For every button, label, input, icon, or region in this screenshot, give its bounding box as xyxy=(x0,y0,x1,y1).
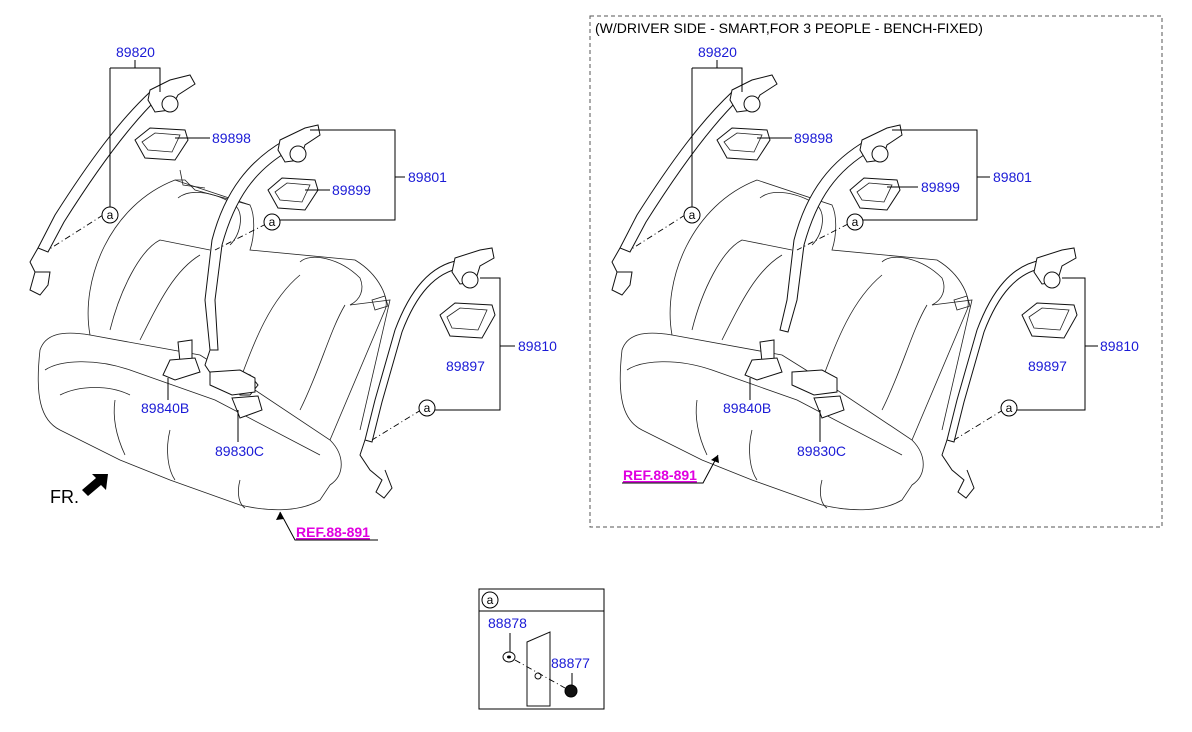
left-dash-a1 xyxy=(47,214,104,251)
right-ref-link[interactable]: REF.88-891 xyxy=(623,467,697,483)
right-drawing xyxy=(611,74,1078,511)
right-label-89840b[interactable]: 89840B xyxy=(723,400,771,416)
left-label-89830c[interactable]: 89830C xyxy=(215,443,264,459)
right-label-89898[interactable]: 89898 xyxy=(794,130,833,146)
right-label-89820[interactable]: 89820 xyxy=(698,44,737,60)
left-label-89899[interactable]: 89899 xyxy=(332,182,371,198)
detail-a-box: a 88878 88877 xyxy=(478,588,605,710)
callout-a-text: a xyxy=(269,215,276,229)
left-bracket-89810 xyxy=(433,277,515,411)
right-ref-arrowhead xyxy=(711,455,719,463)
right-callout-a-3[interactable]: a xyxy=(1000,399,1018,417)
left-seat-drawing xyxy=(37,169,391,511)
right-label-89899[interactable]: 89899 xyxy=(921,179,960,195)
left-label-89840b[interactable]: 89840B xyxy=(141,400,189,416)
detail-grommet-hole xyxy=(507,655,511,659)
right-dash-a2 xyxy=(796,223,849,251)
right-bracket-89810 xyxy=(1015,277,1098,411)
left-callout-a-1[interactable]: a xyxy=(101,206,119,224)
detail-header-circle xyxy=(481,591,499,609)
left-dash-a3 xyxy=(371,409,422,441)
left-ref-link[interactable]: REF.88-891 xyxy=(296,524,370,540)
right-bracket-89820 xyxy=(691,60,743,208)
right-label-89830c[interactable]: 89830C xyxy=(797,443,846,459)
left-ref-leader xyxy=(279,511,378,541)
right-bracket-89801 xyxy=(854,129,990,221)
right-label-89897[interactable]: 89897 xyxy=(1028,358,1067,374)
detail-label-88877[interactable]: 88877 xyxy=(551,655,590,671)
left-bezel-89898 xyxy=(134,127,189,161)
detail-header-label: a xyxy=(487,593,494,607)
detail-label-88878[interactable]: 88878 xyxy=(488,615,527,631)
left-assembly: a a a 89820 89898 89899 89801 89810 8989… xyxy=(29,44,557,541)
left-belt-89810 xyxy=(359,247,495,499)
detail-pillar-panel xyxy=(526,631,551,707)
front-direction-label: FR. xyxy=(50,487,79,507)
right-callout-a-1[interactable]: a xyxy=(683,206,701,224)
left-bracket-89801 xyxy=(272,129,405,221)
left-dash-a2 xyxy=(214,223,267,251)
right-assembly: (W/DRIVER SIDE - SMART,FOR 3 PEOPLE - BE… xyxy=(589,15,1163,528)
left-label-89810[interactable]: 89810 xyxy=(518,338,557,354)
callout-a-text: a xyxy=(852,215,859,229)
right-callout-a-2[interactable]: a xyxy=(846,213,864,231)
right-label-89810[interactable]: 89810 xyxy=(1100,338,1139,354)
callout-a-text: a xyxy=(689,208,696,222)
callout-a-text: a xyxy=(424,401,431,415)
left-label-89820[interactable]: 89820 xyxy=(116,44,155,60)
variant-box xyxy=(589,15,1163,528)
callout-a-text: a xyxy=(1006,401,1013,415)
left-bezel-89899 xyxy=(267,177,319,211)
left-bezel-89897 xyxy=(439,302,496,339)
left-label-89801[interactable]: 89801 xyxy=(408,169,447,185)
callout-a-text: a xyxy=(107,208,114,222)
right-label-89801[interactable]: 89801 xyxy=(993,169,1032,185)
left-callout-a-3[interactable]: a xyxy=(418,399,436,417)
variant-title: (W/DRIVER SIDE - SMART,FOR 3 PEOPLE - BE… xyxy=(595,20,983,36)
left-bracket-89820 xyxy=(109,60,161,208)
detail-dash xyxy=(514,659,566,689)
left-callout-a-2[interactable]: a xyxy=(263,213,281,231)
right-ref-leader xyxy=(622,454,719,484)
left-belt-89820 xyxy=(29,74,196,296)
left-ref-arrowhead xyxy=(276,512,284,520)
right-dash-a3 xyxy=(953,409,1004,441)
left-buckles xyxy=(162,339,263,419)
detail-cap-88877 xyxy=(564,684,578,698)
left-label-89897[interactable]: 89897 xyxy=(446,358,485,374)
left-label-89898[interactable]: 89898 xyxy=(212,130,251,146)
front-arrow-icon xyxy=(82,474,108,496)
right-dash-a1 xyxy=(629,214,686,251)
